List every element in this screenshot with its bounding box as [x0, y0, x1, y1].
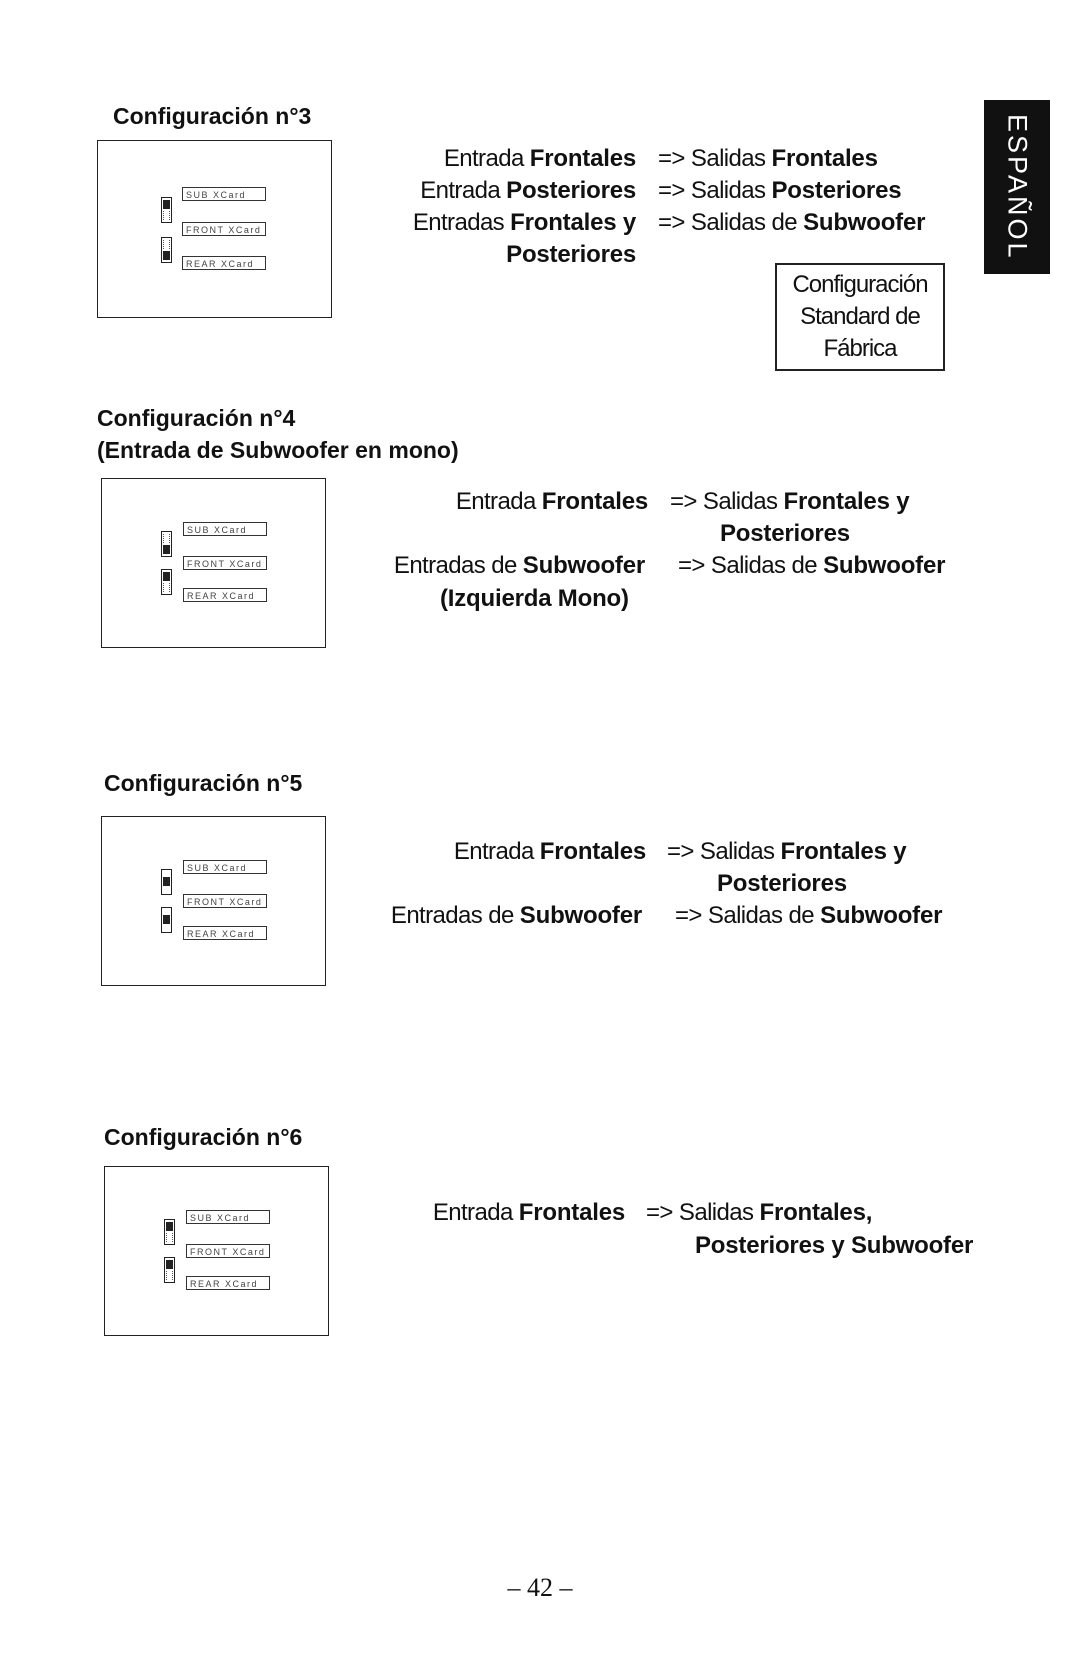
front-xcard-label: FRONT XCard	[182, 222, 266, 236]
front-rear-switch	[164, 1257, 175, 1283]
section-3-heading: Configuración n°3	[113, 103, 312, 129]
note-line-2: Standard de	[800, 303, 921, 330]
section-6-heading: Configuración n°6	[104, 1124, 303, 1150]
s5-row1-input: Entrada Frontales	[453, 838, 646, 865]
section-4-switch-diagram: SUB XCard FRONT XCard REAR XCard	[101, 478, 326, 648]
s5-row2-output: Posteriores	[717, 870, 847, 897]
note-line-1: Configuración	[792, 271, 928, 298]
front-xcard-label: FRONT XCard	[183, 894, 267, 908]
s4-row1-input: Entrada Frontales	[455, 488, 648, 515]
language-tab: ESPAÑOL	[984, 100, 1050, 274]
sub-switch	[161, 869, 172, 895]
s5-row3-input: Entradas de Subwoofer	[390, 902, 642, 929]
s3-row3-output: => Salidas de Subwoofer	[658, 209, 926, 236]
s6-row1-input: Entrada Frontales	[432, 1199, 625, 1226]
s3-row1-input: Entrada Frontales	[443, 145, 636, 172]
page-number: – 42 –	[507, 1573, 573, 1602]
sub-xcard-label: SUB XCard	[186, 1210, 270, 1224]
front-rear-switch	[161, 569, 172, 595]
s4-row3-input: Entradas de Subwoofer	[393, 552, 645, 579]
section-3-switch-diagram: SUB XCard FRONT XCard REAR XCard	[97, 140, 332, 318]
s4-row4-input: (Izquierda Mono)	[440, 585, 629, 612]
s4-row3-output: => Salidas de Subwoofer	[678, 552, 946, 579]
rear-xcard-label: REAR XCard	[182, 256, 266, 270]
sub-switch	[161, 531, 172, 557]
section-5-heading: Configuración n°5	[104, 770, 303, 796]
sub-switch	[164, 1219, 175, 1245]
sub-xcard-label: SUB XCard	[183, 522, 267, 536]
section-6-switch-diagram: SUB XCard FRONT XCard REAR XCard	[104, 1166, 329, 1336]
sub-xcard-label: SUB XCard	[183, 860, 267, 874]
front-xcard-label: FRONT XCard	[186, 1244, 270, 1258]
s5-row3-output: => Salidas de Subwoofer	[675, 902, 943, 929]
s3-row4-input: Posteriores	[506, 241, 636, 268]
s6-row1-output: => Salidas Frontales,	[646, 1199, 873, 1226]
factory-default-note: Configuración Standard de Fábrica	[775, 263, 945, 371]
s3-row1-output: => Salidas Frontales	[658, 145, 878, 172]
s3-row3-input: Entradas Frontales y	[412, 209, 636, 236]
language-tab-label: ESPAÑOL	[1002, 113, 1033, 261]
section-4-heading: Configuración n°4	[97, 405, 296, 431]
rear-xcard-label: REAR XCard	[186, 1276, 270, 1290]
s3-row2-output: => Salidas Posteriores	[658, 177, 902, 204]
section-4-subheading: (Entrada de Subwoofer en mono)	[97, 437, 459, 463]
s4-row2-output: Posteriores	[720, 520, 850, 547]
rear-xcard-label: REAR XCard	[183, 926, 267, 940]
s6-row2-output: Posteriores y Subwoofer	[695, 1232, 974, 1259]
front-xcard-label: FRONT XCard	[183, 556, 267, 570]
front-rear-switch	[161, 237, 172, 263]
sub-switch	[161, 197, 172, 223]
front-rear-switch	[161, 907, 172, 933]
rear-xcard-label: REAR XCard	[183, 588, 267, 602]
sub-xcard-label: SUB XCard	[182, 187, 266, 201]
section-5-switch-diagram: SUB XCard FRONT XCard REAR XCard	[101, 816, 326, 986]
s4-row1-output: => Salidas Frontales y	[670, 488, 910, 515]
note-line-3: Fábrica	[823, 335, 897, 362]
s3-row2-input: Entrada Posteriores	[420, 177, 636, 204]
s5-row1-output: => Salidas Frontales y	[667, 838, 907, 865]
